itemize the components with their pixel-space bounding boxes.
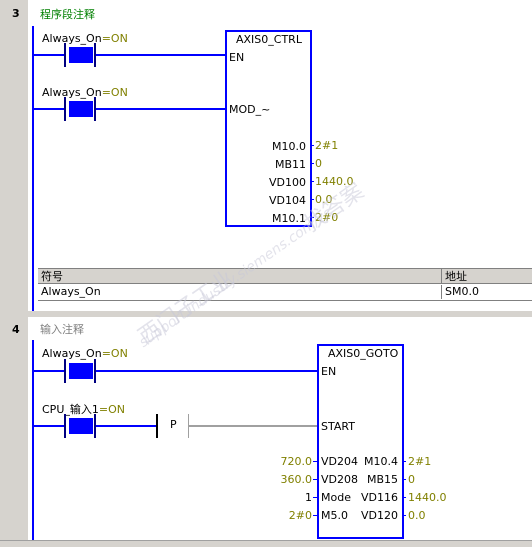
- wire: [34, 108, 64, 110]
- contact-bar-left: [64, 97, 66, 121]
- output-value: 0.0: [408, 509, 426, 522]
- horizontal-scrollbar[interactable]: [0, 540, 532, 547]
- always-on-contact[interactable]: [69, 363, 93, 379]
- output-pin-addr: M10.1: [272, 212, 306, 225]
- contact-bar-left: [64, 43, 66, 67]
- wire: [34, 425, 64, 427]
- output-pin-addr: M10.4: [364, 455, 398, 468]
- input-pin-addr: VD204: [321, 455, 358, 468]
- input-pin-addr: M5.0: [321, 509, 348, 522]
- output-pin-addr: VD104: [269, 194, 306, 207]
- output-pin-addr: VD116: [361, 491, 398, 504]
- network-4-gutter[interactable]: [0, 317, 28, 540]
- wire: [34, 370, 64, 372]
- input-value: 360.0: [280, 473, 313, 486]
- output-value: 2#0: [315, 211, 339, 224]
- contact-label: Always_On=ON: [42, 347, 128, 360]
- cpu-input1-contact[interactable]: [69, 418, 93, 434]
- axis0-ctrl-block[interactable]: AXIS0_CTRL EN MOD_~ M10.0 MB11 VD100 VD1…: [225, 30, 312, 227]
- network-4-number: 4: [12, 323, 20, 336]
- wire: [96, 54, 226, 56]
- pin-tick: [402, 497, 406, 498]
- input-value: 1: [305, 491, 312, 504]
- contact-label: CPU_输入1=ON: [42, 403, 125, 416]
- output-value: 2#1: [315, 139, 339, 152]
- pin-mod: MOD_~: [229, 103, 271, 116]
- wire: [96, 108, 226, 110]
- symbol-cell: Always_On: [38, 285, 442, 299]
- pin-tick: [310, 217, 314, 218]
- always-on-contact[interactable]: [69, 101, 93, 117]
- pin-tick: [402, 515, 406, 516]
- symbol-table-header-symbol[interactable]: 符号: [38, 269, 442, 284]
- pin-tick: [313, 461, 317, 462]
- output-value: 1440.0: [408, 491, 447, 504]
- network-4-power-rail: [32, 340, 34, 540]
- input-pin-addr: VD208: [321, 473, 358, 486]
- output-pin-addr: MB15: [366, 473, 398, 486]
- wire: [96, 425, 156, 427]
- pin-start: START: [321, 420, 355, 433]
- contact-label: Always_On=ON: [42, 32, 128, 45]
- contact-bar-left: [64, 414, 66, 438]
- output-pin-addr: VD120: [361, 509, 398, 522]
- positive-edge-label[interactable]: P: [170, 418, 177, 431]
- edge-bar-right: [188, 414, 189, 438]
- network-3-comment[interactable]: 程序段注释: [40, 8, 95, 21]
- symbol-table: 符号 地址 Always_On SM0.0: [38, 268, 532, 301]
- pin-tick: [310, 145, 314, 146]
- output-value: 1440.0: [315, 175, 354, 188]
- network-separator: [0, 311, 532, 317]
- pin-en: EN: [321, 365, 337, 378]
- block-title: AXIS0_GOTO: [328, 347, 399, 360]
- contact-bar-left: [64, 359, 66, 383]
- address-cell: SM0.0: [445, 285, 479, 298]
- axis0-goto-block[interactable]: AXIS0_GOTO EN START VD204 VD208 Mode M5.…: [317, 344, 404, 539]
- pin-tick: [313, 479, 317, 480]
- network-4-comment[interactable]: 输入注释: [40, 323, 84, 336]
- network-3-power-rail: [32, 26, 34, 311]
- always-on-contact[interactable]: [69, 47, 93, 63]
- input-pin-addr: Mode: [321, 491, 351, 504]
- pin-tick: [310, 199, 314, 200]
- symbol-table-header-address[interactable]: 地址: [442, 269, 532, 284]
- output-pin-addr: VD100: [269, 176, 306, 189]
- input-value: 2#0: [288, 509, 312, 522]
- table-border: [38, 300, 532, 301]
- network-3-number: 3: [12, 7, 20, 20]
- wire-inactive: [189, 425, 318, 427]
- wire: [34, 54, 64, 56]
- output-value: 2#1: [408, 455, 432, 468]
- contact-bar-right: [94, 414, 96, 438]
- output-pin-addr: M10.0: [272, 140, 306, 153]
- output-pin-addr: MB11: [274, 158, 306, 171]
- output-value: 0.0: [315, 193, 333, 206]
- input-value: 720.0: [280, 455, 313, 468]
- contact-bar-right: [94, 359, 96, 383]
- output-value: 0: [315, 157, 322, 170]
- pin-en: EN: [229, 51, 245, 64]
- contact-label: Always_On=ON: [42, 86, 128, 99]
- contact-bar-right: [94, 43, 96, 67]
- contact-bar-right: [94, 97, 96, 121]
- pin-tick: [402, 479, 406, 480]
- block-title: AXIS0_CTRL: [236, 33, 302, 46]
- network-3-gutter[interactable]: [0, 0, 28, 313]
- edge-bar-left: [156, 414, 158, 438]
- pin-tick: [313, 497, 317, 498]
- output-value: 0: [408, 473, 415, 486]
- pin-tick: [402, 461, 406, 462]
- wire: [96, 370, 318, 372]
- pin-tick: [313, 515, 317, 516]
- pin-tick: [310, 181, 314, 182]
- pin-tick: [310, 163, 314, 164]
